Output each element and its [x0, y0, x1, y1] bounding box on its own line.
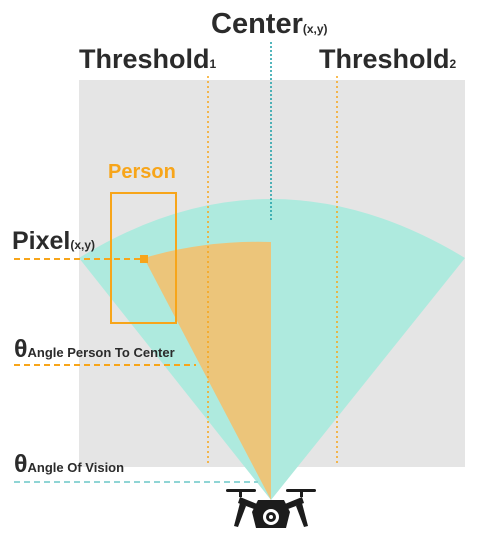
threshold1-label: Threshold1 — [79, 46, 216, 73]
threshold2-label: Threshold2 — [319, 46, 456, 73]
drone-icon — [226, 489, 316, 528]
threshold1-label-sub: 1 — [209, 57, 217, 71]
threshold2-label-sub: 2 — [449, 57, 457, 71]
theta-person-symbol: θ — [14, 335, 28, 363]
theta-vision-symbol: θ — [14, 450, 28, 478]
theta-vision-sub: Angle Of Vision — [27, 460, 125, 475]
theta-person-sub: Angle Person To Center — [27, 345, 175, 360]
theta-vision-label: θAngle Of Vision — [14, 452, 124, 477]
pixel-marker — [140, 255, 148, 263]
theta-person-label: θAngle Person To Center — [14, 337, 175, 362]
pixel-label-text: Pixel — [12, 227, 71, 255]
threshold1-label-text: Threshold — [79, 44, 210, 74]
center-label: Center(x,y) — [211, 10, 328, 39]
pixel-label-sub: (x,y) — [70, 238, 96, 252]
threshold2-label-text: Threshold — [319, 44, 450, 74]
center-label-sub: (x,y) — [302, 22, 328, 36]
person-bounding-box — [110, 192, 177, 324]
person-label: Person — [108, 161, 176, 183]
pixel-label: Pixel(x,y) — [12, 229, 95, 254]
center-label-text: Center — [211, 8, 303, 40]
